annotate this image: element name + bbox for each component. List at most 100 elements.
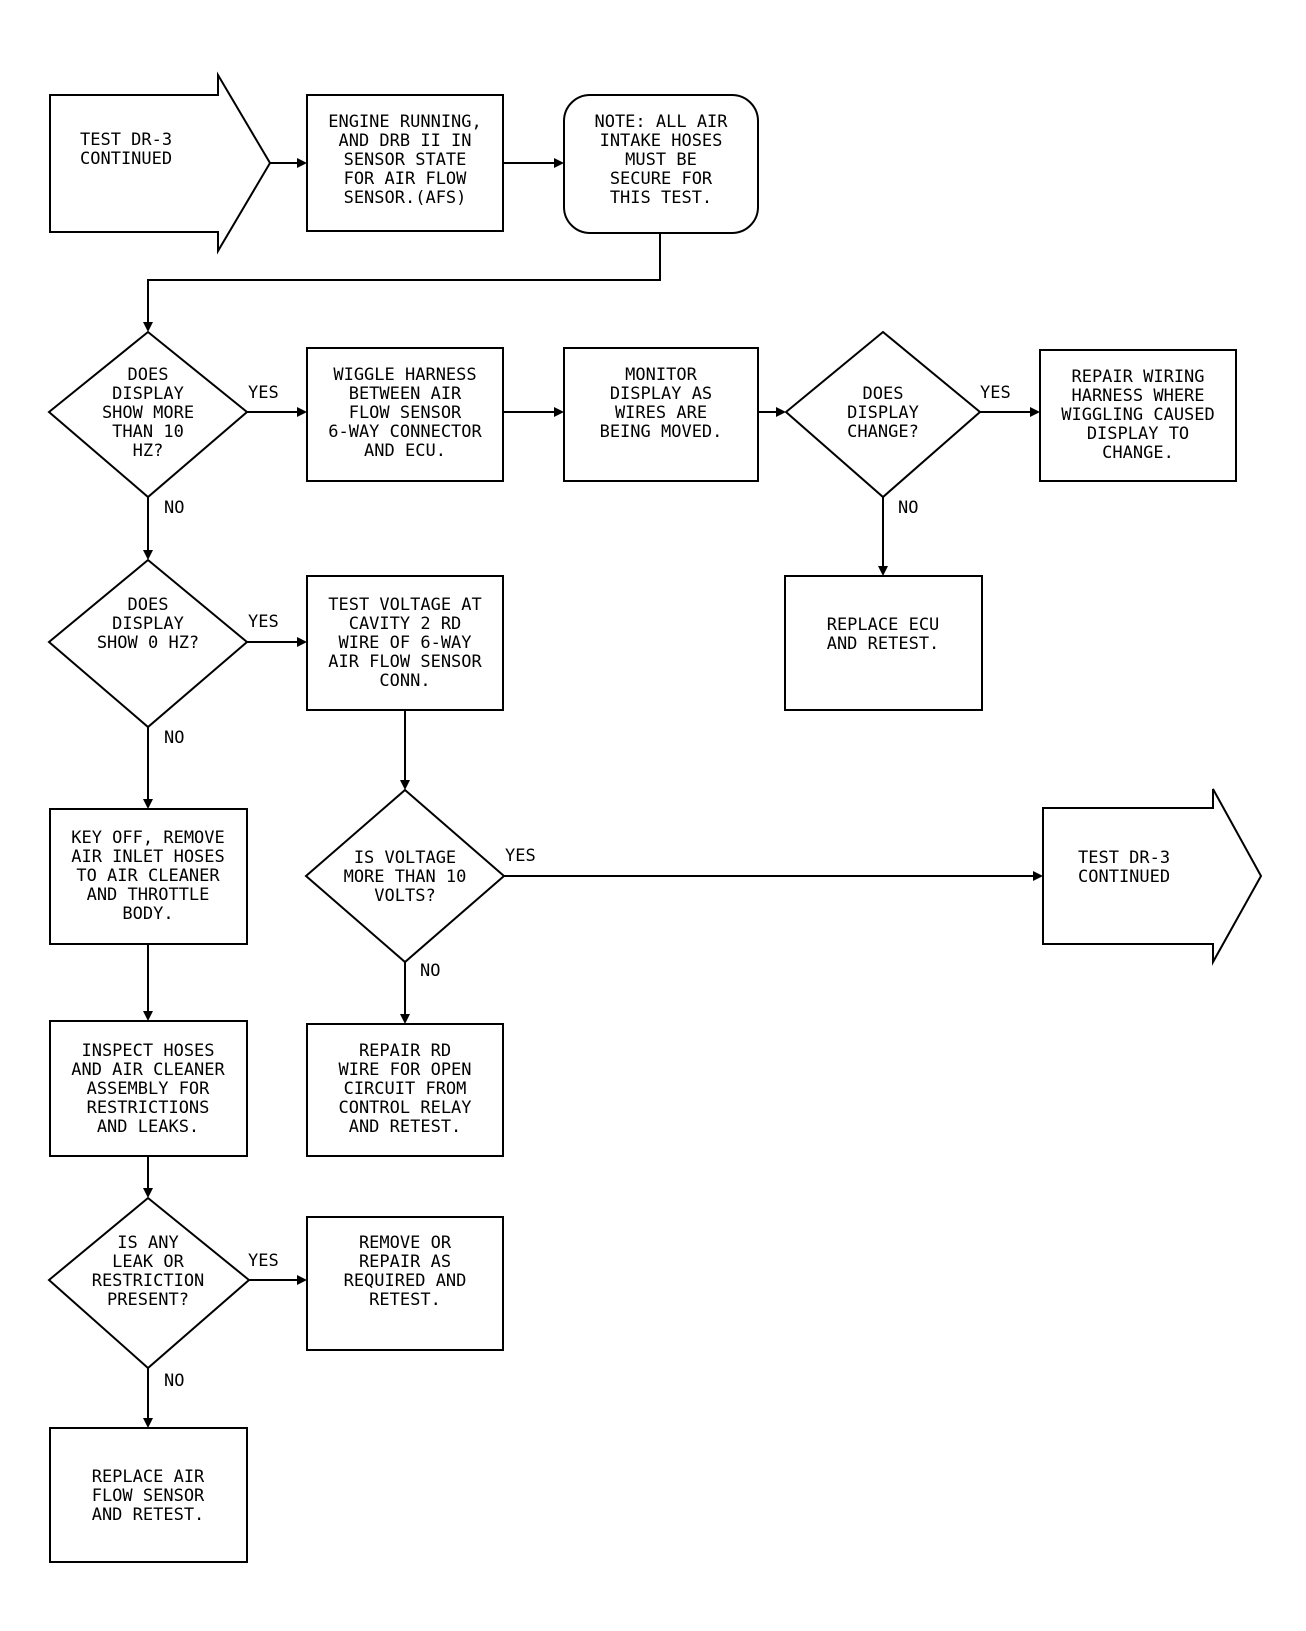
step-test-voltage-text-line: CONN. <box>379 671 430 691</box>
step-key-off-text-line: AIR INLET HOSES <box>71 847 225 867</box>
step-test-voltage-text-line: TEST VOLTAGE AT <box>328 595 482 615</box>
note-text-line: NOTE: ALL AIR <box>594 112 728 132</box>
decision-10hz-text-line: THAN 10 <box>112 422 184 442</box>
step-test-voltage-text-line: WIRE OF 6-WAY <box>338 633 471 653</box>
step-engine-box <box>306 94 504 232</box>
connectors <box>143 158 1043 1428</box>
step-wiggle-box <box>306 347 504 482</box>
start-arrow-text-line: TEST DR-3 <box>80 130 172 150</box>
decision-change-text-line: CHANGE? <box>847 422 919 442</box>
step-monitor-text-line: DISPLAY AS <box>610 384 712 404</box>
step-replace-afs-box <box>49 1427 248 1563</box>
step-repair-rd-text-line: CIRCUIT FROM <box>344 1079 467 1099</box>
decision-0hz-text-line: DISPLAY <box>112 614 184 634</box>
decision-change-text-line: DOES <box>863 384 904 404</box>
no-label-voltage: NO <box>420 961 440 981</box>
step-engine-text-line: SENSOR.(AFS) <box>344 188 467 208</box>
step-remove-repair-text-line: REMOVE OR <box>359 1233 452 1253</box>
decision-10hz-text-line: DISPLAY <box>112 384 184 404</box>
decision-10hz-text-line: SHOW MORE <box>102 403 194 423</box>
step-key-off-text-line: AND THROTTLE <box>87 885 210 905</box>
decision-change-diamond <box>784 330 982 499</box>
decision-0hz-diamond <box>47 558 249 729</box>
step-replace-ecu-text-line: REPLACE ECU <box>827 615 940 635</box>
yes-label-leak: YES <box>248 1251 279 1271</box>
step-key-off-text-line: TO AIR CLEANER <box>76 866 220 886</box>
step-wiggle-text-line: AND ECU. <box>364 441 446 461</box>
end-arrow-text-line: CONTINUED <box>1078 867 1170 887</box>
step-repair-rd-box <box>306 1023 504 1157</box>
step-engine-text-line: AND DRB II IN <box>338 131 471 151</box>
step-engine-text-line: SENSOR STATE <box>344 150 467 170</box>
step-test-voltage-text-line: CAVITY 2 RD <box>349 614 462 634</box>
yes-label-10hz: YES <box>248 383 279 403</box>
step-remove-repair-text-line: REQUIRED AND <box>344 1271 467 1291</box>
step-repair-rd-text-line: CONTROL RELAY <box>338 1098 471 1118</box>
step-monitor-box <box>563 347 759 482</box>
no-label-0hz: NO <box>164 728 184 748</box>
decision-10hz-diamond <box>47 330 249 499</box>
step-repair-rd-text-line: WIRE FOR OPEN <box>338 1060 471 1080</box>
step-inspect-text-line: ASSEMBLY FOR <box>87 1079 211 1099</box>
step-inspect-text-line: AND AIR CLEANER <box>71 1060 225 1080</box>
decision-10hz-text-line: HZ? <box>133 441 164 461</box>
step-wiggle-text-line: BETWEEN AIR <box>349 384 462 404</box>
step-replace-afs-text-line: FLOW SENSOR <box>92 1486 205 1506</box>
step-monitor-text-line: MONITOR <box>625 365 697 385</box>
step-remove-repair-text-line: REPAIR AS <box>359 1252 451 1272</box>
note-text-line: THIS TEST. <box>610 188 712 208</box>
no-label-change: NO <box>898 498 918 518</box>
step-inspect-box <box>49 1020 248 1157</box>
step-remove-repair-box <box>306 1216 504 1351</box>
decision-leak-text-line: PRESENT? <box>107 1290 189 1310</box>
step-repair-wiring-text-line: REPAIR WIRING <box>1071 367 1204 387</box>
step-replace-ecu-box <box>784 575 983 711</box>
step-key-off-box <box>49 808 248 945</box>
decision-10hz-text-line: DOES <box>128 365 169 385</box>
decision-change-text-line: DISPLAY <box>847 403 919 423</box>
note-text-line: MUST BE <box>625 150 697 170</box>
decision-voltage-diamond <box>304 788 506 964</box>
no-label-10hz: NO <box>164 498 184 518</box>
step-inspect-text-line: RESTRICTIONS <box>87 1098 210 1118</box>
yes-label-voltage: YES <box>505 846 536 866</box>
note-text-line: SECURE FOR <box>610 169 713 189</box>
decision-leak-text-line: IS ANY <box>117 1233 178 1253</box>
start-connector-arrow <box>49 71 272 255</box>
step-wiggle-text-line: 6-WAY CONNECTOR <box>328 422 482 442</box>
step-replace-afs-text-line: REPLACE AIR <box>92 1467 205 1487</box>
no-label-leak: NO <box>164 1371 184 1391</box>
decision-0hz-text-line: DOES <box>128 595 169 615</box>
step-key-off-text-line: BODY. <box>122 904 173 924</box>
step-test-voltage-text-line: AIR FLOW SENSOR <box>328 652 482 672</box>
step-monitor-text-line: WIRES ARE <box>615 403 707 423</box>
decision-voltage-text-line: VOLTS? <box>374 886 435 906</box>
step-monitor-text-line: BEING MOVED. <box>600 422 723 442</box>
decision-voltage-text-line: MORE THAN 10 <box>344 867 467 887</box>
step-key-off-text-line: KEY OFF, REMOVE <box>71 828 225 848</box>
step-inspect-text-line: AND LEAKS. <box>97 1117 199 1137</box>
yes-label-change: YES <box>980 383 1011 403</box>
note-text-line: INTAKE HOSES <box>600 131 723 151</box>
decision-voltage-text-line: IS VOLTAGE <box>354 848 456 868</box>
step-wiggle-text-line: FLOW SENSOR <box>349 403 462 423</box>
decision-leak-text-line: RESTRICTION <box>92 1271 205 1291</box>
